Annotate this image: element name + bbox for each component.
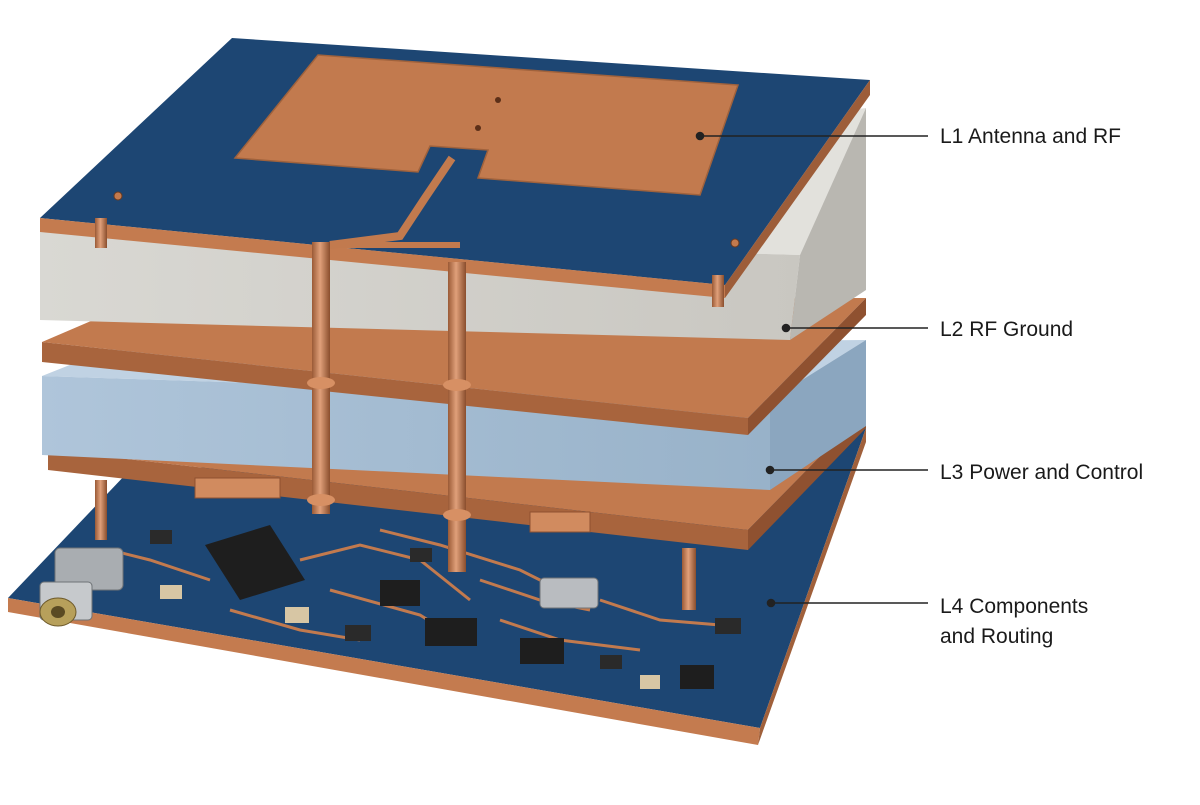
l4-qfn-chip <box>205 525 305 600</box>
l4-passive-4 <box>345 625 371 641</box>
l4-passive-8 <box>410 548 432 562</box>
top-mounting-holes <box>113 191 740 248</box>
label-l3-power-control: L3 Power and Control <box>940 461 1144 484</box>
rf-connector-icon <box>39 547 124 627</box>
via-pillars <box>95 218 724 610</box>
l4-passive-7 <box>715 618 741 634</box>
label-l2-rf-ground: L2 RF Ground <box>940 318 1074 341</box>
label-l1-antenna-rf: L1 Antenna and RF <box>940 125 1121 148</box>
pillar-ring-2 <box>307 494 335 506</box>
leader-dot-l1 <box>695 131 705 141</box>
label-l4-components-routing: L4 Components and Routing <box>940 592 1088 652</box>
leader-dot-l3 <box>765 465 775 475</box>
label-l4-line1: L4 Components <box>940 595 1089 618</box>
l4-components <box>150 525 741 689</box>
l4-ic-3 <box>520 638 564 664</box>
pillar-ring-4 <box>443 509 471 521</box>
l4-passive-1 <box>150 530 172 544</box>
pillar-bottom-left <box>95 480 107 540</box>
l4-ic-2 <box>425 618 477 646</box>
l4-ic-4 <box>680 665 714 689</box>
leader-dot-l4 <box>766 598 776 608</box>
pillar-center-right <box>448 262 466 572</box>
pillar-ring-3 <box>443 379 471 391</box>
callout-leaders <box>695 131 928 608</box>
leader-dot-l2 <box>781 323 791 333</box>
l3-notch-1 <box>194 477 281 499</box>
pillar-top-right <box>712 275 724 307</box>
l4-passive-3 <box>285 607 309 623</box>
l4-passive-6 <box>640 675 660 689</box>
label-l4-line2: and Routing <box>940 625 1054 648</box>
pillar-ring-1 <box>307 377 335 389</box>
l4-crystal <box>539 577 599 609</box>
l4-passive-2 <box>160 585 182 599</box>
antenna-patch <box>233 54 740 249</box>
pillar-top-left <box>95 218 107 248</box>
pillar-bottom-right <box>682 548 696 610</box>
l4-passive-5 <box>600 655 622 669</box>
l3-notch-2 <box>529 511 591 533</box>
l4-ic-1 <box>380 580 420 606</box>
